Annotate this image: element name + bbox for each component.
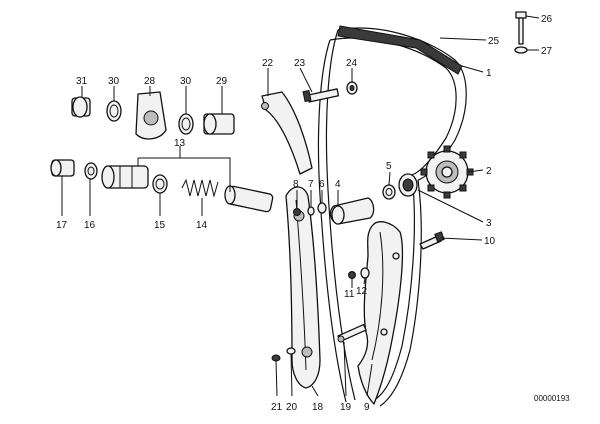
- timing-chain[interactable]: [317, 25, 467, 407]
- washer-27[interactable]: [514, 46, 528, 54]
- callout-14: 14: [196, 220, 208, 231]
- callout-17: 17: [56, 220, 68, 231]
- tensioner-rail[interactable]: [285, 186, 321, 389]
- callout-23: 23: [294, 58, 306, 69]
- callout-6: 6: [319, 179, 325, 190]
- washer-6[interactable]: [317, 202, 327, 214]
- callout-30-right: 30: [180, 76, 192, 87]
- nut-11[interactable]: [348, 271, 356, 279]
- sprocket[interactable]: [420, 145, 474, 199]
- seal-ring-30-right[interactable]: [178, 113, 194, 135]
- callout-16: 16: [84, 220, 96, 231]
- bolt-10[interactable]: [419, 231, 445, 250]
- callout-8: 8: [293, 179, 299, 190]
- callout-5: 5: [386, 161, 392, 172]
- callout-29: 29: [216, 76, 228, 87]
- callout-21: 21: [271, 402, 283, 413]
- screw-plug-31[interactable]: [71, 96, 91, 118]
- seal-ring-15[interactable]: [152, 174, 168, 194]
- washer-24[interactable]: [346, 81, 358, 95]
- nut-21[interactable]: [271, 354, 281, 362]
- bolt-8[interactable]: [293, 208, 301, 216]
- washer-12[interactable]: [360, 267, 370, 279]
- callout-19: 19: [340, 402, 352, 413]
- callout-25: 25: [488, 36, 500, 47]
- callout-2: 2: [486, 166, 492, 177]
- callout-20: 20: [286, 402, 298, 413]
- callout-24: 24: [346, 58, 358, 69]
- screw-plug-29[interactable]: [203, 113, 235, 135]
- tensioner-body[interactable]: [101, 165, 149, 189]
- callout-18: 18: [312, 402, 324, 413]
- washer-7[interactable]: [307, 206, 315, 216]
- bearing-pin[interactable]: [329, 197, 375, 225]
- diagram-reference-number: 00000193: [534, 394, 570, 403]
- bolt-26[interactable]: [515, 11, 527, 45]
- callout-26: 26: [541, 14, 553, 25]
- callout-10: 10: [484, 236, 496, 247]
- leader-lines: [61, 15, 540, 397]
- washer-5[interactable]: [382, 184, 396, 200]
- callout-31: 31: [76, 76, 88, 87]
- guide-bolt[interactable]: [302, 88, 340, 103]
- callout-28: 28: [144, 76, 156, 87]
- callout-13: 13: [174, 138, 186, 149]
- callout-12: 12: [356, 286, 368, 297]
- callout-4: 4: [335, 179, 341, 190]
- callout-9: 9: [364, 402, 370, 413]
- callout-15: 15: [154, 220, 166, 231]
- washer-20[interactable]: [286, 347, 296, 355]
- upper-guide-rail[interactable]: [261, 91, 313, 175]
- callouts: 1 2 3 4 5 6 7 8 9 10 11 12 13 14 15 16 1…: [56, 14, 553, 413]
- sprocket-bushing[interactable]: [398, 173, 418, 197]
- plug-17[interactable]: [50, 159, 75, 177]
- callout-27: 27: [541, 46, 553, 57]
- callout-11: 11: [344, 289, 355, 300]
- seal-ring-30-left[interactable]: [106, 100, 122, 122]
- callout-22: 22: [262, 58, 274, 69]
- callout-7: 7: [308, 179, 314, 190]
- callout-30-left: 30: [108, 76, 120, 87]
- pin-19[interactable]: [337, 323, 367, 343]
- chain-guide-rail[interactable]: [357, 221, 404, 405]
- callout-1: 1: [486, 68, 492, 79]
- callout-3: 3: [486, 218, 492, 229]
- seal-ring-16[interactable]: [84, 162, 98, 180]
- compression-spring-14[interactable]: [181, 178, 219, 198]
- tensioner-piston[interactable]: [224, 185, 274, 213]
- tensioner-housing-28[interactable]: [135, 91, 167, 140]
